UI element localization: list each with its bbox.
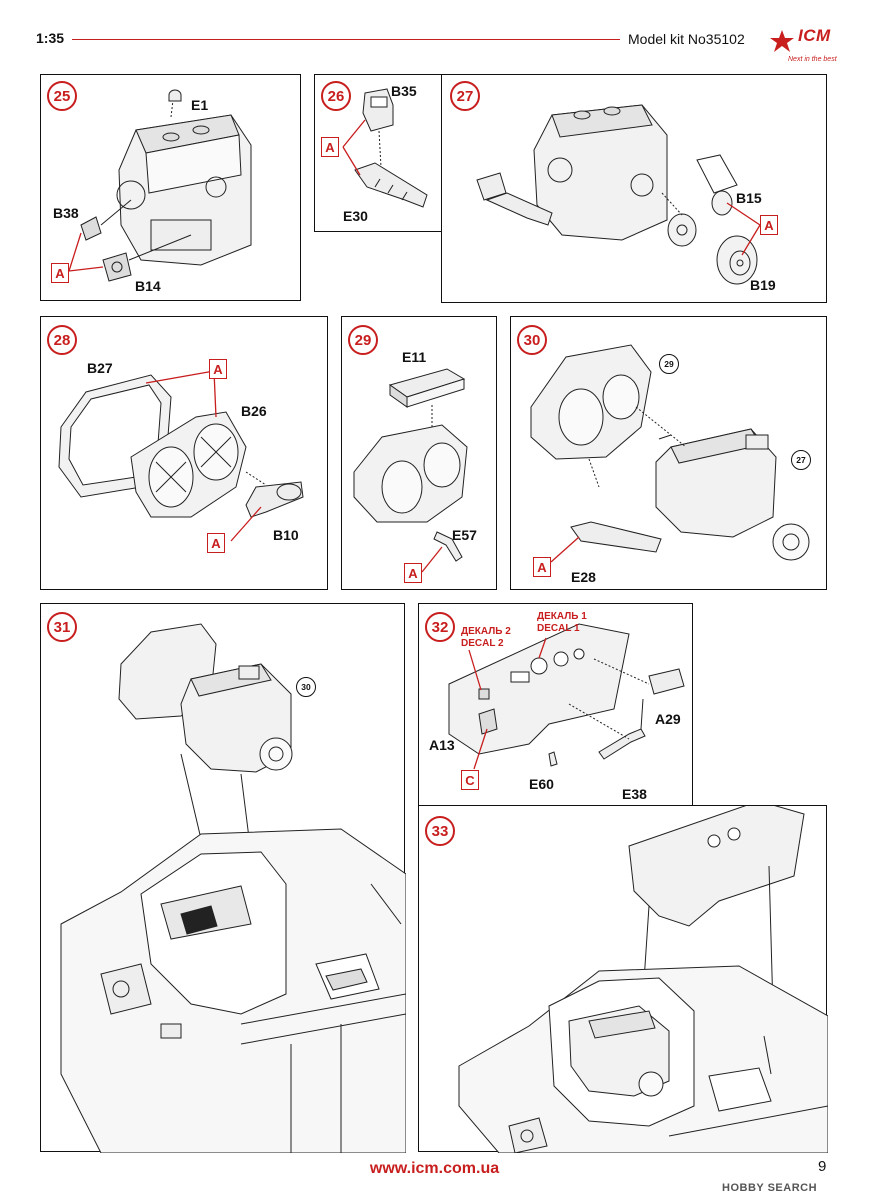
step-reference-badge: 30 <box>296 677 316 697</box>
step-number: 29 <box>348 325 378 355</box>
step-28-panel: 28 B27 B26 B10 A A <box>40 316 328 590</box>
decal-1-callout: ДЕКАЛЬ 1 DECAL 1 <box>537 611 587 634</box>
logo-wordmark: ICM <box>798 26 831 45</box>
assembly-marker: C <box>461 770 479 790</box>
step-31-drawing <box>60 623 406 1153</box>
page-number: 9 <box>818 1158 827 1175</box>
step-number: 28 <box>47 325 77 355</box>
kit-number: Model kit No35102 <box>628 31 745 47</box>
step-reference-badge: 29 <box>659 354 679 374</box>
logo-star-icon <box>770 30 794 52</box>
watermark: HOBBY SEARCH <box>722 1182 818 1194</box>
assembly-marker: A <box>51 263 69 283</box>
step-number: 30 <box>517 325 547 355</box>
step-25-drawing <box>68 89 252 282</box>
part-label: E30 <box>343 208 368 224</box>
step-number: 27 <box>450 81 480 111</box>
part-label: B14 <box>135 278 161 294</box>
logo-tagline: Next in the best <box>788 56 837 63</box>
website-link[interactable]: www.icm.com.ua <box>369 1160 500 1177</box>
header-rule <box>72 39 620 40</box>
step-32-panel: 32 ДЕКАЛЬ 2 DECAL 2 ДЕКАЛЬ 1 DECAL 1 A13… <box>418 603 693 806</box>
part-label: B10 <box>273 527 299 543</box>
part-label: E28 <box>571 569 596 585</box>
step-33-drawing <box>458 806 828 1153</box>
part-label: E1 <box>191 97 209 113</box>
step-number: 25 <box>47 81 77 111</box>
part-label: E60 <box>529 776 554 792</box>
step-reference-badge: 27 <box>791 450 811 470</box>
step-25-panel: 25 E1 B38 B14 A <box>40 74 301 301</box>
assembly-marker: A <box>207 533 225 553</box>
part-label: E38 <box>622 786 647 802</box>
part-label: B26 <box>241 403 267 419</box>
step-29-drawing <box>353 368 468 573</box>
assembly-marker: A <box>533 557 551 577</box>
step-29-panel: 29 E11 E57 A <box>341 316 497 590</box>
assembly-marker: A <box>209 359 227 379</box>
step-32-drawing <box>448 623 685 770</box>
assembly-marker: A <box>321 137 339 157</box>
part-label: B15 <box>736 190 762 206</box>
step-26-drawing <box>342 88 428 208</box>
step-30-panel: 30 29 27 E28 A <box>510 316 827 590</box>
step-28-drawing <box>58 370 304 542</box>
step-27-panel: 27 B15 B19 A <box>441 74 827 303</box>
part-label: B35 <box>391 83 417 99</box>
part-label: B27 <box>87 360 113 376</box>
scale-label: 1:35 <box>36 30 65 46</box>
step-number: 31 <box>47 612 77 642</box>
decal-2-callout: ДЕКАЛЬ 2 DECAL 2 <box>461 626 511 649</box>
part-label: A29 <box>655 711 681 727</box>
assembly-marker: A <box>760 215 778 235</box>
step-number: 26 <box>321 81 351 111</box>
assembly-marker: A <box>404 563 422 583</box>
icm-logo: ICM Next in the best <box>768 24 856 72</box>
part-label: B19 <box>750 277 776 293</box>
step-number: 33 <box>425 816 455 846</box>
step-26-panel: 26 B35 E30 A <box>314 74 442 232</box>
step-number: 32 <box>425 612 455 642</box>
step-31-panel: 31 30 <box>40 603 406 1153</box>
part-label: A13 <box>429 737 455 753</box>
step-30-drawing <box>530 344 810 563</box>
part-label: E11 <box>402 349 427 365</box>
part-label: B38 <box>53 205 79 221</box>
step-33-panel: 33 <box>418 805 828 1153</box>
step-27-drawing <box>476 104 761 285</box>
part-label: E57 <box>452 527 477 543</box>
